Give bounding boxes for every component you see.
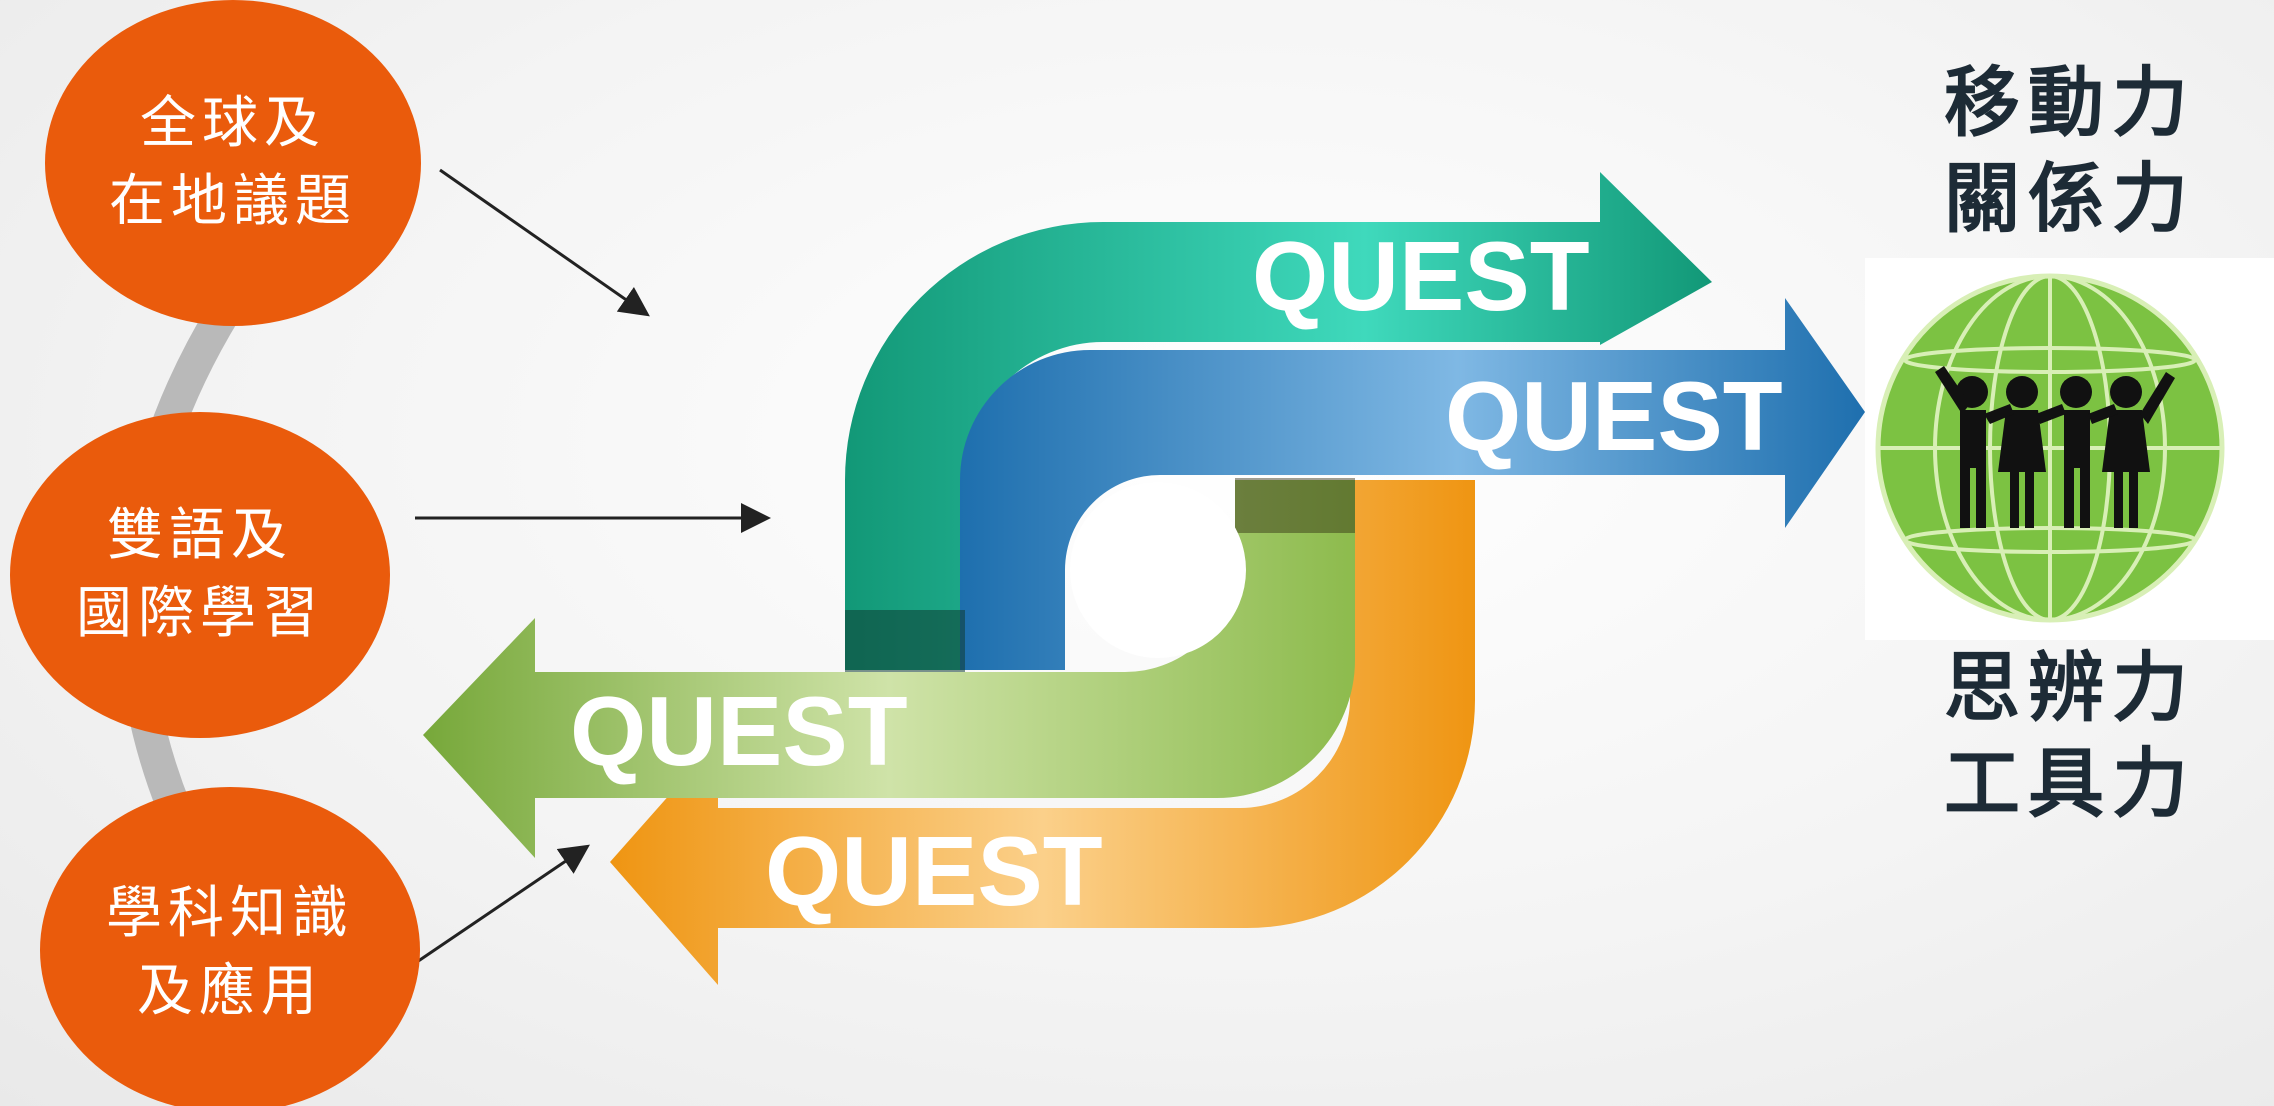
pointer-arrow-1 [439, 168, 650, 317]
skills-top: 移動力 關係力 [1944, 58, 2196, 243]
quest-arrow-blue [960, 298, 1865, 670]
circle-global-issues [45, 0, 421, 326]
pointer-arrow-3 [407, 844, 590, 970]
loop-center [1070, 482, 1246, 658]
quest-arrow-teal [845, 172, 1712, 670]
quest-arrow-green [423, 480, 1355, 858]
quest-arrow-orange [610, 480, 1475, 985]
circle-bilingual [10, 412, 390, 738]
quest-label-green: QUEST [570, 676, 908, 786]
quest-label-teal: QUEST [1252, 221, 1590, 331]
circle-bilingual-label: 雙語及 國際學習 [76, 503, 324, 646]
quest-label-blue: QUEST [1445, 361, 1783, 471]
quest-label-orange: QUEST [765, 816, 1103, 926]
circle-global-issues-label: 全球及 在地議題 [109, 91, 357, 234]
circle-subject-knowledge [40, 787, 420, 1106]
circle-subject-knowledge-label: 學科知識 及應用 [106, 881, 354, 1024]
skills-bottom: 思辨力 工具力 [1944, 643, 2196, 828]
